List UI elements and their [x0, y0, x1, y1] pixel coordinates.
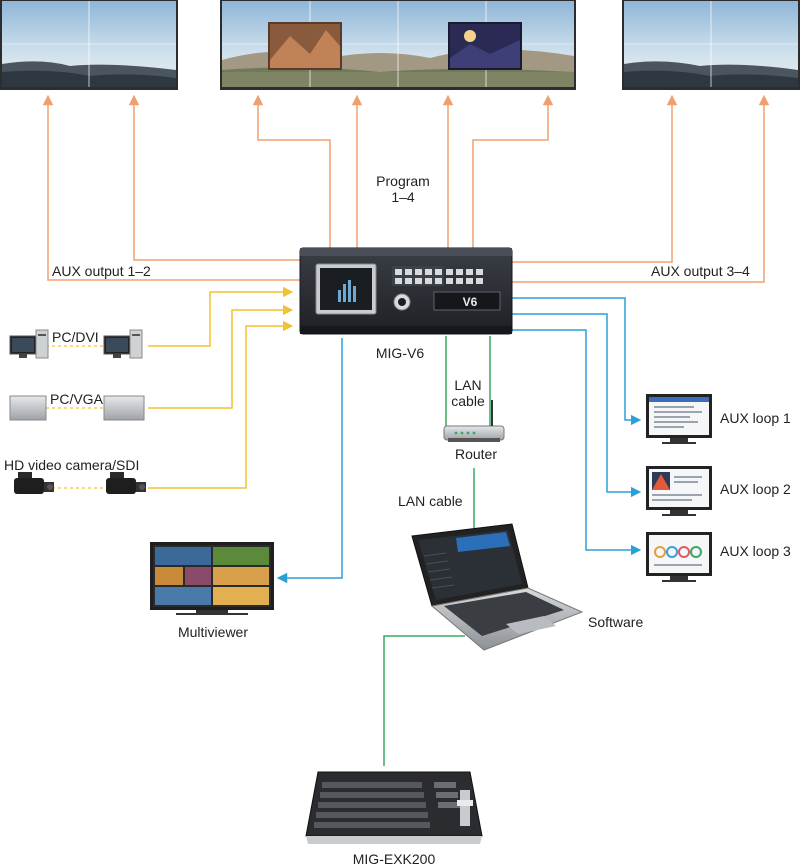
lan-cable-1-label-a: LAN [454, 377, 481, 393]
router-label: Router [455, 446, 497, 462]
aux-output-left-lines [42, 94, 300, 281]
aux-loop-line-2 [512, 313, 642, 498]
program-display-wall [220, 0, 576, 90]
software-laptop [411, 523, 584, 651]
camera-icon [106, 472, 146, 494]
program-output-lines [252, 94, 554, 248]
input-source-links [46, 345, 104, 489]
program-range-label: 1–4 [391, 189, 415, 205]
aux-output-right-label: AUX output 3–4 [651, 263, 750, 279]
program-label: Program [376, 173, 430, 189]
aux-loop-3-label: AUX loop 3 [720, 543, 791, 559]
aux-loop-line-3 [512, 329, 642, 556]
pc-dvi-label: PC/DVI [52, 329, 99, 345]
display-wall-icon [0, 0, 178, 90]
input-line-2 [148, 304, 294, 409]
multiviewer-tiles [155, 547, 269, 605]
device-panel-label: V6 [463, 295, 478, 309]
router [443, 400, 505, 442]
keyboard-label: MIG-EXK200 [353, 851, 436, 867]
keyboard-keys [314, 782, 430, 828]
lan-line-laptop-keyboard [383, 635, 465, 766]
router-icon [443, 400, 505, 442]
multiviewer-monitor [150, 542, 274, 615]
multiviewer-line [276, 338, 343, 584]
computer-icon [9, 395, 145, 421]
pc-dvi-source [9, 329, 143, 359]
display-wall-icon [622, 0, 800, 90]
lan-cable-1-label-b: cable [451, 393, 485, 409]
pc-vga-source [9, 395, 145, 421]
labels: Program 1–4 AUX output 1–2 AUX output 3–… [4, 173, 791, 867]
aux-output-line-3 [512, 94, 678, 263]
aux-loop-1-monitor [646, 394, 712, 444]
lan-cable-2-label: LAN cable [398, 493, 463, 509]
software-label: Software [588, 614, 643, 630]
aux-loop-line-1 [512, 297, 642, 426]
display-wall-icon [220, 0, 576, 90]
keyboard-icon [305, 771, 483, 844]
input-lines [148, 286, 294, 489]
program-line-4 [472, 94, 554, 248]
mig-v6-device: V6 [299, 247, 513, 335]
aux-loop-3-monitor [646, 532, 712, 582]
program-line-1 [252, 94, 331, 248]
aux-loop-2-monitor [646, 466, 712, 516]
input-line-3 [148, 320, 294, 489]
aux-loop-lines [276, 297, 642, 584]
aux-output-left-label: AUX output 1–2 [52, 263, 151, 279]
device-screen-bars [338, 280, 356, 302]
aux-output-right-lines [512, 94, 770, 283]
aux-display-left [0, 0, 178, 90]
sdi-label: HD video camera/SDI [4, 457, 139, 473]
pc-vga-label: PC/VGA [50, 391, 104, 407]
aux-output-line-1 [42, 94, 300, 281]
multiviewer-label: Multiviewer [178, 624, 248, 640]
computer-icon [9, 329, 49, 359]
device-keypad [395, 269, 483, 284]
aux-loop-2-label: AUX loop 2 [720, 481, 791, 497]
mig-exk200-keyboard [305, 771, 483, 844]
aux-display-right [622, 0, 800, 90]
aux-output-line-4 [512, 94, 770, 283]
input-line-1 [148, 286, 294, 347]
monitor-icon [646, 466, 712, 516]
monitor-icon [646, 532, 712, 582]
aux-output-line-2 [128, 94, 300, 261]
computer-icon [103, 329, 143, 359]
aux-loop-1-label: AUX loop 1 [720, 410, 791, 426]
monitor-icon [150, 542, 274, 615]
monitor-icon [646, 394, 712, 444]
device-label: MIG-V6 [376, 345, 424, 361]
laptop-icon [411, 523, 584, 651]
sdi-source [14, 472, 146, 494]
camera-icon [14, 472, 54, 494]
lan-lines [383, 336, 491, 766]
